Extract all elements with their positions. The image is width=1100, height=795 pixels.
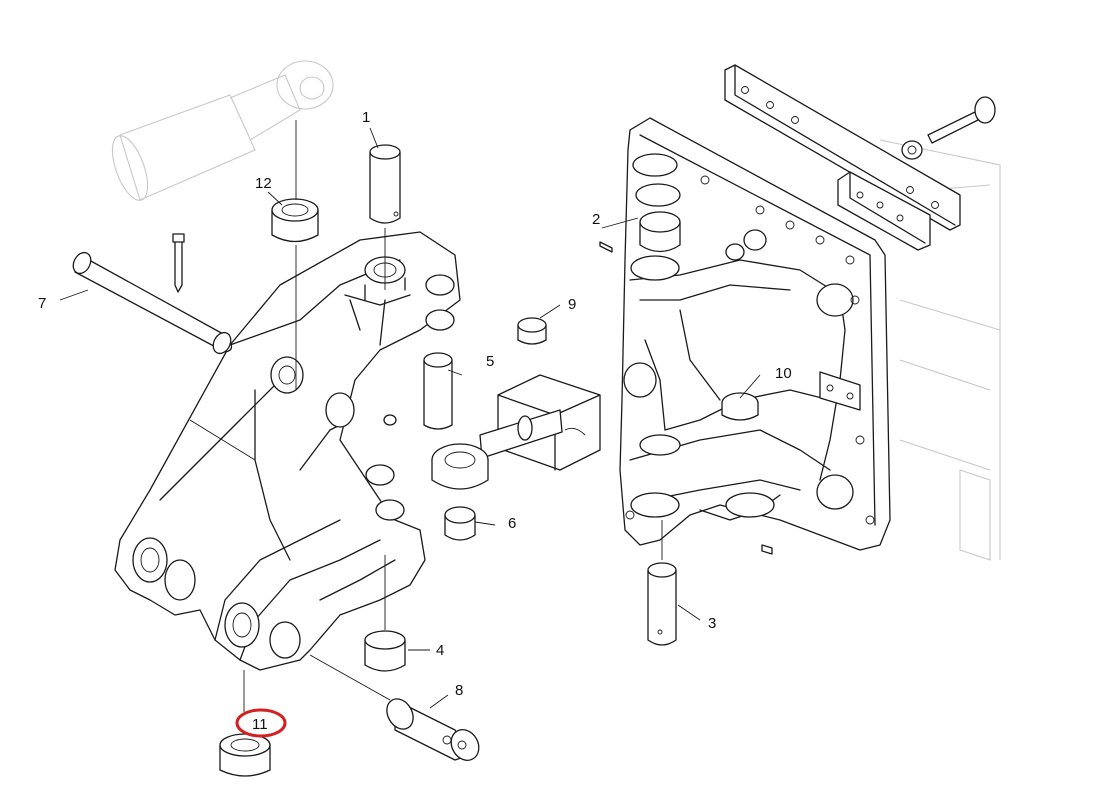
bushing-stack-lower <box>630 392 773 555</box>
pin-3 <box>647 520 677 646</box>
clamp-bar-lower <box>837 171 931 251</box>
callout-11: 11 <box>252 716 268 733</box>
highlight-ring <box>235 708 287 738</box>
pin-8 <box>309 654 480 761</box>
callout-8: 8 <box>455 682 463 699</box>
callout-9: 9 <box>568 296 576 313</box>
swing-bracket <box>114 231 461 671</box>
callout-3: 3 <box>708 615 716 632</box>
bushing-stack-2 <box>599 153 681 281</box>
bushing-4 <box>364 555 406 672</box>
clamp-bar-upper <box>724 64 961 231</box>
bushing-12 <box>271 120 319 390</box>
callout-7: 7 <box>38 295 46 312</box>
ghost-cylinder <box>111 60 334 201</box>
bushing-6 <box>444 506 476 541</box>
callout-10: 10 <box>775 365 792 382</box>
mounting-frame <box>619 117 891 551</box>
callout-4: 4 <box>436 642 444 659</box>
callout-2: 2 <box>592 211 600 228</box>
cylinder-block <box>479 374 601 471</box>
callout-1: 1 <box>362 109 370 126</box>
bolt-and-washer <box>725 96 996 261</box>
pin-1 <box>369 144 401 290</box>
leader-lines <box>59 127 761 709</box>
callout-12: 12 <box>255 175 272 192</box>
pin-7 <box>72 233 233 355</box>
callout-5: 5 <box>486 353 494 370</box>
collar-hub <box>431 443 489 490</box>
bushing-11 <box>219 670 271 777</box>
pin-5 <box>423 352 453 430</box>
callout-6: 6 <box>508 515 516 532</box>
bushing-9 <box>517 317 547 345</box>
